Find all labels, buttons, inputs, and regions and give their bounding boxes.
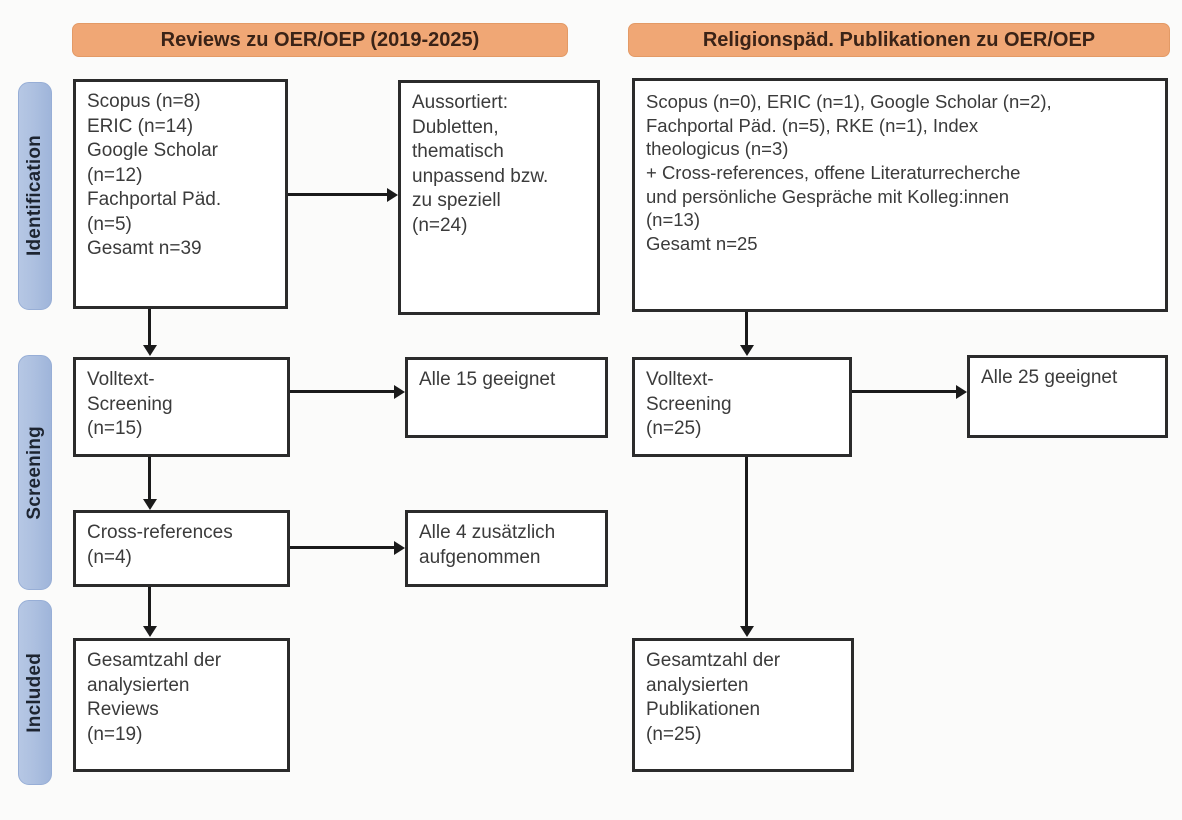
arrowhead-left-crossrefs-to-result xyxy=(394,541,405,555)
arrowhead-left-fulltext-to-result xyxy=(394,385,405,399)
box-left-excluded: Aussortiert: Dubletten, thematisch unpas… xyxy=(398,80,600,315)
arrowhead-left-fulltext-to-crossrefs xyxy=(143,499,157,510)
box-right-fulltext-result: Alle 25 geeignet xyxy=(967,355,1168,438)
stage-label-screening: Screening xyxy=(24,425,45,520)
connector-left-sources-to-fulltext xyxy=(148,309,151,346)
stage-pill-included: Included xyxy=(18,600,52,785)
box-right-included: Gesamtzahl der analysierten Publikatione… xyxy=(632,638,854,772)
box-left-cross-references: Cross-references (n=4) xyxy=(73,510,290,587)
arrowhead-left-sources-to-fulltext xyxy=(143,345,157,356)
box-left-cross-references-result: Alle 4 zusätzlich aufgenommen xyxy=(405,510,608,587)
box-left-fulltext-screening: Volltext- Screening (n=15) xyxy=(73,357,290,457)
stage-label-identification: Identification xyxy=(24,135,45,257)
stage-pill-identification: Identification xyxy=(18,82,52,310)
banner-left-column: Reviews zu OER/OEP (2019-2025) xyxy=(72,23,568,57)
arrowhead-right-sources-to-fulltext xyxy=(740,345,754,356)
box-left-fulltext-result: Alle 15 geeignet xyxy=(405,357,608,438)
arrowhead-right-fulltext-to-result xyxy=(956,385,967,399)
connector-left-crossrefs-to-result xyxy=(290,546,394,549)
connector-left-fulltext-to-crossrefs xyxy=(148,457,151,500)
box-right-fulltext-screening: Volltext- Screening (n=25) xyxy=(632,357,852,457)
box-left-identification-sources: Scopus (n=8) ERIC (n=14) Google Scholar … xyxy=(73,79,288,309)
box-right-identification-sources: Scopus (n=0), ERIC (n=1), Google Scholar… xyxy=(632,78,1168,312)
box-left-included: Gesamtzahl der analysierten Reviews (n=1… xyxy=(73,638,290,772)
arrowhead-left-crossrefs-to-included xyxy=(143,626,157,637)
connector-left-fulltext-to-result xyxy=(290,390,394,393)
stage-label-included: Included xyxy=(24,652,45,733)
connector-right-sources-to-fulltext xyxy=(745,312,748,346)
connector-left-crossrefs-to-included xyxy=(148,587,151,627)
connector-right-fulltext-to-included xyxy=(745,457,748,627)
arrowhead-right-fulltext-to-included xyxy=(740,626,754,637)
connector-right-fulltext-to-result xyxy=(852,390,956,393)
connector-left-sources-to-excluded xyxy=(288,193,387,196)
banner-right-column: Religionspäd. Publikationen zu OER/OEP xyxy=(628,23,1170,57)
arrowhead-left-sources-to-excluded xyxy=(387,188,398,202)
stage-pill-screening: Screening xyxy=(18,355,52,590)
